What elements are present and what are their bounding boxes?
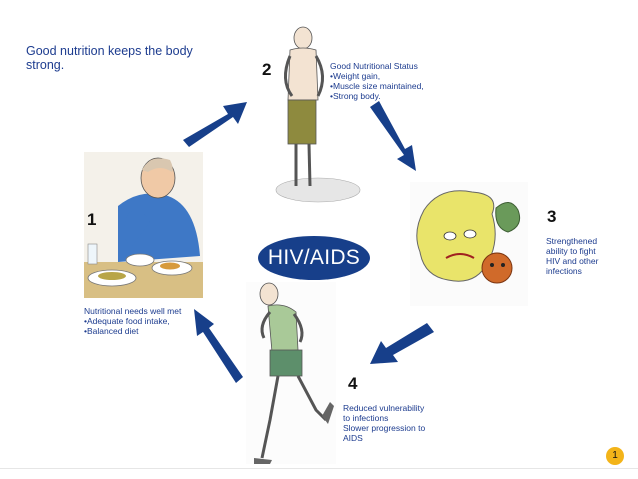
step-1-caption: Nutritional needs well met •Adequate foo… xyxy=(84,306,214,336)
step-3-line: infections xyxy=(546,266,582,276)
page-number-badge: 1 xyxy=(606,447,624,465)
step-3-line: ability to fight xyxy=(546,246,596,256)
footer-divider xyxy=(0,468,638,469)
step-1-bullet: •Balanced diet xyxy=(84,326,139,336)
center-hiv-aids-label: HIV/AIDS xyxy=(258,236,370,280)
step-number-1: 1 xyxy=(87,210,97,229)
arrow-4-to-1 xyxy=(194,309,243,383)
step-1-bullet: •Adequate food intake, xyxy=(84,316,170,326)
step-1-heading: Nutritional needs well met xyxy=(84,306,182,316)
step-4-line: Slower progression to xyxy=(343,423,426,433)
step-3-line: HIV and other xyxy=(546,256,599,266)
step-4-caption: Reduced vulnerability to infections Slow… xyxy=(343,403,453,443)
step-4-line: AIDS xyxy=(343,433,363,443)
arrow-1-to-2 xyxy=(183,102,247,147)
step-4-line: Reduced vulnerability xyxy=(343,403,425,413)
step-2-heading: Good Nutritional Status xyxy=(330,61,418,71)
page-title: Good nutrition keeps the body strong. xyxy=(26,44,193,72)
arrow-2-to-3 xyxy=(370,101,416,171)
step-number-2: 2 xyxy=(262,60,272,79)
step-2-bullet: Muscle size maintained, xyxy=(330,81,440,91)
step-3-line: Strengthened xyxy=(546,236,598,246)
step-2-caption: Good Nutritional Status Weight gain, Mus… xyxy=(330,61,440,101)
arrow-3-to-4 xyxy=(370,323,434,364)
step-4-line: to infections xyxy=(343,413,389,423)
step-3-caption: Strengthened ability to fight HIV and ot… xyxy=(546,236,626,276)
step-number-4: 4 xyxy=(348,374,358,393)
step-2-bullet: Strong body. xyxy=(330,91,440,101)
strong-man-illustration xyxy=(275,26,361,203)
man-eating-illustration xyxy=(84,152,203,298)
step-2-bullet: Weight gain, xyxy=(330,71,440,81)
man-running-illustration xyxy=(246,282,336,464)
germs-fighting-illustration xyxy=(410,182,528,306)
step-number-3: 3 xyxy=(547,207,557,226)
